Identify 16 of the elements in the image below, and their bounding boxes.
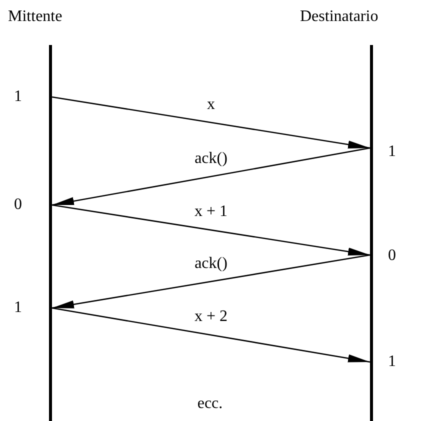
- lifeline-title: Destinatario: [300, 8, 378, 26]
- message-arrow: [52, 307, 370, 363]
- note: ecc.: [197, 395, 223, 413]
- state-value: 1: [14, 299, 22, 317]
- state-value: 1: [14, 88, 22, 106]
- state-value: 1: [388, 143, 396, 161]
- edge-label: ack(): [192, 254, 230, 272]
- state-value: 0: [388, 247, 396, 265]
- lifeline-title: Mittente: [8, 8, 62, 26]
- state-value: 0: [14, 196, 22, 214]
- message-arrow: [52, 254, 370, 309]
- message-arrow: [52, 204, 370, 256]
- edge-label: ack(): [192, 150, 230, 168]
- message-arrow: [52, 147, 370, 206]
- state-value: 1: [388, 353, 396, 371]
- message-arrow: [52, 96, 370, 149]
